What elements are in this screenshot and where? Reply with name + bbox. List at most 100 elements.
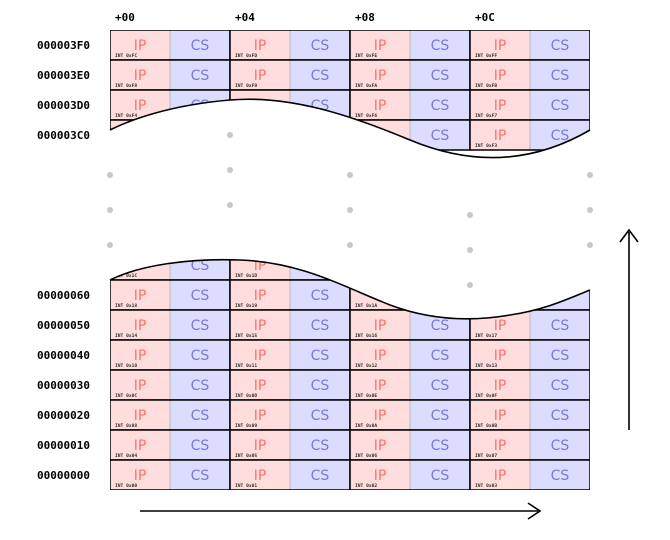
cs-label: CS (191, 438, 210, 454)
row-address-label: 00000060 (37, 289, 90, 302)
int-number-label: INT 0x01 (235, 483, 257, 489)
int-number-label: INT 0x13 (475, 363, 497, 369)
row-address-label: 00000030 (37, 379, 90, 392)
cs-label: CS (191, 318, 210, 334)
int-number-label: INT 0x1F (475, 273, 497, 279)
cs-cell (290, 120, 350, 150)
cs-cell (290, 30, 350, 60)
cs-cell (410, 280, 470, 310)
vertical-arrow-icon (619, 228, 639, 430)
cs-label: CS (191, 288, 210, 304)
cs-cell (170, 30, 230, 60)
cs-cell (170, 280, 230, 310)
ip-cell (230, 400, 290, 430)
cs-cell (530, 60, 590, 90)
ip-cell (230, 280, 290, 310)
int-number-label: INT 0xF4 (115, 113, 137, 119)
cs-cell (170, 370, 230, 400)
cs-cell (170, 340, 230, 370)
cs-label: CS (311, 38, 330, 54)
int-number-label: INT 0x1B (475, 303, 497, 309)
int-number-label: INT 0x16 (355, 333, 377, 339)
ip-label: IP (374, 468, 387, 484)
cs-label: CS (311, 68, 330, 84)
ip-label: IP (134, 438, 147, 454)
int-number-label: INT 0x03 (475, 483, 497, 489)
cs-cell (530, 90, 590, 120)
cs-cell (170, 400, 230, 430)
continuation-dot (347, 207, 353, 213)
continuation-dot (107, 207, 113, 213)
ip-label: IP (134, 318, 147, 334)
ip-label: IP (134, 38, 147, 54)
ip-label: IP (494, 288, 507, 304)
entry-border (110, 119, 231, 151)
row-address-label: 00000050 (37, 319, 90, 332)
cs-cell (410, 259, 470, 280)
ip-cell (230, 430, 290, 460)
cs-label: CS (431, 378, 450, 394)
int-number-label: INT 0x1E (355, 273, 377, 279)
cs-label: CS (551, 438, 570, 454)
ip-cell (230, 370, 290, 400)
row-address-label: 000003E0 (37, 69, 90, 82)
arrows (140, 228, 639, 520)
ip-cell (110, 60, 170, 90)
int-number-label: INT 0xFC (115, 53, 137, 59)
ip-cell (350, 460, 410, 490)
continuation-dot (107, 172, 113, 178)
ip-cell (470, 280, 530, 310)
ip-cell (110, 120, 170, 150)
ip-label: IP (134, 408, 147, 424)
cs-label: CS (431, 68, 450, 84)
ip-cell (230, 460, 290, 490)
entry-border (229, 119, 351, 151)
cs-cell (410, 90, 470, 120)
continuation-dot (227, 202, 233, 208)
ip-label: IP (374, 438, 387, 454)
horizontal-arrow-icon (140, 502, 542, 520)
continuation-dot (467, 282, 473, 288)
cs-cell (170, 310, 230, 340)
cs-cell (410, 340, 470, 370)
ip-label: IP (494, 468, 507, 484)
cs-cell (290, 340, 350, 370)
ip-cell (350, 30, 410, 60)
ip-cell (230, 310, 290, 340)
row-address-label: 00000020 (37, 409, 90, 422)
continuation-dot (227, 132, 233, 138)
cs-cell (530, 259, 590, 280)
cs-label: CS (191, 378, 210, 394)
column-header: +00 (115, 11, 135, 24)
cs-label: CS (431, 288, 450, 304)
entry-border (349, 259, 471, 281)
cs-label: CS (191, 38, 210, 54)
cs-cell (530, 460, 590, 490)
int-number-label: INT 0x1D (235, 273, 257, 279)
